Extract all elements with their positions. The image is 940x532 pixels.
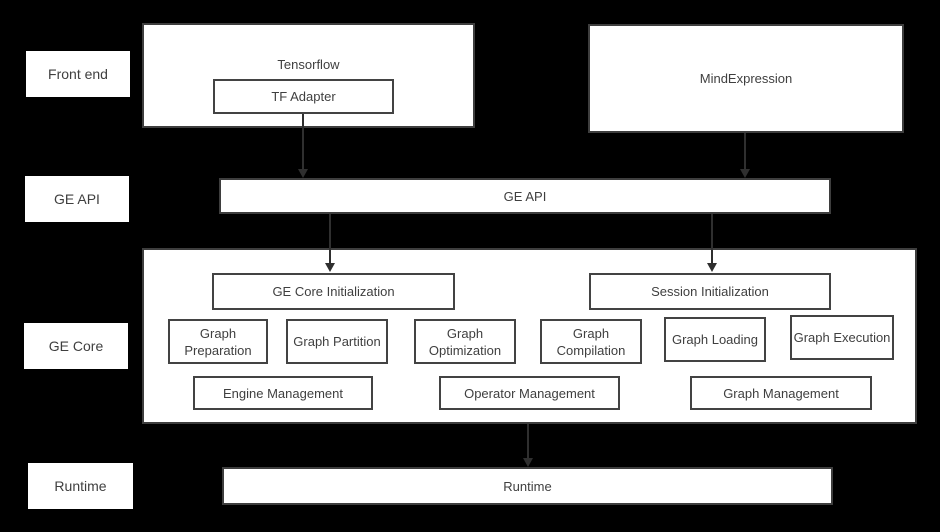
session-initialization-box: Session Initialization — [589, 273, 831, 310]
tf-adapter-label: TF Adapter — [271, 89, 336, 104]
graph-loading-label: Graph Loading — [671, 332, 758, 347]
side-label-runtime-text: Runtime — [54, 478, 107, 494]
side-label-ge-api-text: GE API — [54, 191, 100, 207]
graph-management-box: Graph Management — [690, 376, 872, 410]
arrow-ge-api-to-session-initialization — [707, 214, 717, 272]
graph-partition-label: Graph Partition — [293, 334, 381, 349]
ge-api-bar-label: GE API — [503, 188, 547, 204]
graph-preparation-label: Graph Preparation — [184, 325, 252, 358]
graph-loading-box: Graph Loading — [664, 317, 766, 362]
arrow-ge-api-to-ge-core-initialization — [325, 214, 335, 272]
graph-execution-box: Graph Execution — [790, 315, 894, 360]
side-label-ge-api: GE API — [25, 176, 129, 222]
graph-preparation-box: Graph Preparation — [168, 319, 268, 364]
tf-adapter-box: TF Adapter — [213, 79, 394, 114]
mindexpression-box: MindExpression — [588, 24, 904, 133]
runtime-bar: Runtime — [222, 467, 833, 505]
ge-core-box: GE Core Initialization Session Initializ… — [142, 248, 917, 424]
arrow-tf-adapter-to-ge-api — [298, 114, 308, 178]
engine-management-box: Engine Management — [193, 376, 373, 410]
session-initialization-label: Session Initialization — [651, 284, 769, 299]
graph-optimization-label: Graph Optimization — [428, 325, 502, 358]
side-label-runtime: Runtime — [28, 463, 133, 509]
side-label-front-end: Front end — [26, 51, 130, 97]
arrow-ge-core-to-runtime — [523, 424, 533, 467]
side-label-front-end-text: Front end — [48, 66, 108, 82]
ge-core-initialization-box: GE Core Initialization — [212, 273, 455, 310]
runtime-bar-label: Runtime — [503, 478, 552, 494]
arrow-mindexpression-to-ge-api — [740, 133, 750, 178]
tensorflow-box: Tensorflow TF Adapter — [142, 23, 475, 128]
side-label-ge-core-text: GE Core — [48, 338, 104, 354]
graph-compilation-box: Graph Compilation — [540, 319, 642, 364]
operator-management-box: Operator Management — [439, 376, 620, 410]
graph-optimization-box: Graph Optimization — [414, 319, 516, 364]
ge-api-bar: GE API — [219, 178, 831, 214]
graph-management-label: Graph Management — [723, 385, 839, 401]
graph-partition-box: Graph Partition — [286, 319, 388, 364]
ge-core-initialization-label: GE Core Initialization — [272, 284, 395, 299]
tensorflow-title: Tensorflow — [277, 57, 340, 72]
side-label-ge-core: GE Core — [24, 323, 128, 369]
graph-execution-label: Graph Execution — [793, 330, 891, 345]
mindexpression-label: MindExpression — [699, 71, 793, 86]
operator-management-label: Operator Management — [464, 385, 595, 401]
graph-compilation-label: Graph Compilation — [556, 325, 626, 358]
engine-management-label: Engine Management — [223, 385, 343, 401]
